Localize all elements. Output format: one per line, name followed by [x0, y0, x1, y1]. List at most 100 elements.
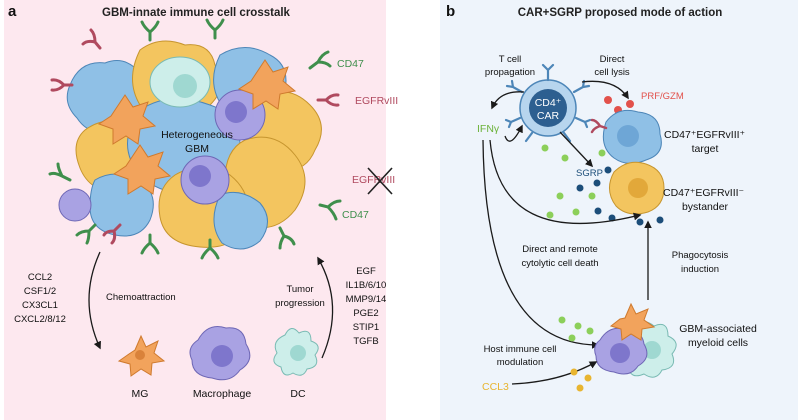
- t-cell-propagation-label-1: T cell: [499, 54, 522, 65]
- macrophage-myeloid-nucleus: [610, 343, 630, 363]
- macrophage-nucleus: [211, 345, 233, 367]
- panel-b: b CAR+SGRP proposed mode of action CD4⁺ …: [440, 0, 798, 420]
- factor-item: STIP1: [353, 322, 379, 333]
- chemokine-item: CXCL2/8/12: [14, 314, 66, 325]
- microglia-nucleus: [135, 350, 145, 360]
- direct-lysis-label-2: cell lysis: [594, 67, 630, 78]
- target-cell-nucleus: [617, 125, 639, 147]
- host-modulation-label-2: modulation: [497, 357, 543, 368]
- panel-a: a GBM-innate immune cell crosstalk Hete: [4, 0, 398, 420]
- ccl3-arrow: [511, 361, 598, 385]
- sgrp-molecule: [636, 218, 644, 226]
- chemokine-item: CX3CL1: [22, 300, 58, 311]
- cd47-receptor-icon: [278, 226, 296, 250]
- cd47-receptor-icon: [318, 199, 342, 221]
- factor-item: MMP9/14: [346, 294, 387, 305]
- cd47-receptor-icon: [140, 233, 160, 255]
- egfrviii-receptor-icon: [316, 93, 340, 107]
- ifng-molecule: [588, 192, 596, 200]
- cross-out-icon: [367, 167, 393, 195]
- prf-gzm-label: PRF/GZM: [641, 91, 684, 102]
- direct-lysis-label-1: Direct: [600, 54, 625, 65]
- car-cell-label-1: CD4⁺: [535, 97, 562, 109]
- factor-item: PGE2: [353, 308, 378, 319]
- ccl3-label: CCL3: [482, 381, 509, 393]
- myeloid-label-2: myeloid cells: [688, 337, 748, 349]
- target-label-1: CD47⁺EGFRvIII⁺: [664, 129, 746, 141]
- cd47-top-label: CD47: [337, 58, 364, 70]
- ifng-molecule: [574, 322, 582, 330]
- microglia-in-cluster: [112, 144, 172, 195]
- cd47-receptor-icon: [75, 223, 97, 245]
- ifng-molecule: [568, 334, 576, 342]
- t-cell-propagation-arrow: [490, 91, 525, 110]
- cd47-receptor-icon: [140, 20, 160, 42]
- sgrp-molecule: [608, 214, 616, 222]
- direct-lysis-arrow: [581, 80, 629, 100]
- tumor-cell-nucleus: [225, 101, 247, 123]
- egfrviii-receptor-icon: [50, 78, 74, 92]
- dc-myeloid-nucleus: [643, 341, 661, 359]
- microglia-myeloid-icon: [609, 302, 656, 341]
- tumor-progression-label-1: Tumor: [286, 284, 313, 295]
- t-cell-propagation-label-2: propagation: [485, 67, 535, 78]
- ifng-molecule: [556, 192, 564, 200]
- ccl3-molecule: [576, 384, 584, 392]
- ifng-molecule: [541, 144, 549, 152]
- dc-nucleus: [290, 345, 306, 361]
- prf-granule: [604, 96, 612, 104]
- chemokine-list: CCL2 CSF1/2 CX3CL1 CXCL2/8/12: [14, 272, 66, 325]
- factor-item: TGFB: [353, 336, 378, 347]
- tumor-cell-purple: [58, 188, 92, 222]
- panel-b-letter: b: [446, 3, 455, 20]
- panel-a-title: GBM-innate immune cell crosstalk: [102, 7, 290, 19]
- ifng-label: IFNγ: [477, 123, 500, 135]
- chemokine-item: CSF1/2: [24, 286, 56, 297]
- tumor-cell-nucleus: [189, 165, 211, 187]
- cd47-receptor-icon: [308, 50, 332, 70]
- sgrp-arrow: [559, 131, 594, 168]
- egfrviii-crossed-label: EGFRvIII: [352, 174, 395, 186]
- phagocytosis-label-2: induction: [681, 264, 719, 275]
- host-modulation-label-1: Host immune cell: [484, 344, 557, 355]
- tumor-progression-label-2: progression: [275, 298, 325, 309]
- phagocytosis-label-1: Phagocytosis: [672, 250, 729, 261]
- ifng-molecule: [586, 327, 594, 335]
- tumor-cluster: Heterogeneous GBM: [58, 40, 322, 250]
- ifng-molecule: [598, 149, 606, 157]
- sgrp-molecule: [593, 179, 601, 187]
- direct-remote-arrow: [489, 139, 642, 225]
- tumor-label-line-2: GBM: [185, 143, 209, 155]
- bystander-cell-nucleus: [628, 178, 648, 198]
- egfrviii-receptor-icon: [81, 28, 102, 50]
- cd47-receptor-icon: [205, 18, 225, 40]
- dc-label: DC: [290, 388, 306, 400]
- ifng-molecule: [546, 211, 554, 219]
- chemoattraction-arrow: [88, 251, 101, 350]
- bystander-label-1: CD47⁺EGFRvIII⁻: [663, 187, 745, 199]
- tumor-label-line-1: Heterogeneous: [161, 129, 233, 141]
- cd47-receptor-icon: [200, 238, 220, 260]
- microglia-in-cluster: [237, 59, 297, 110]
- mg-label: MG: [132, 388, 149, 400]
- chemokine-item: CCL2: [28, 272, 52, 283]
- factor-list: EGF IL1B/6/10 MMP9/14 PGE2 STIP1 TGFB: [346, 266, 387, 347]
- surface-receptors: [48, 18, 342, 260]
- ifng-molecule: [561, 154, 569, 162]
- panel-a-letter: a: [8, 3, 17, 20]
- panel-b-title: CAR+SGRP proposed mode of action: [518, 7, 723, 19]
- egfrviii-receptor-icon: [102, 223, 122, 245]
- bystander-label-2: bystander: [682, 201, 729, 213]
- car-cell-label-2: CAR: [537, 110, 560, 122]
- sgrp-label: SGRP: [576, 168, 603, 179]
- ifng-feedback-arrow: [504, 124, 523, 142]
- egfrviii-receptor-icon: [590, 118, 608, 134]
- direct-remote-label-2: cytolytic cell death: [521, 258, 598, 269]
- cd47-receptor-icon: [48, 162, 72, 182]
- prf-granule: [626, 100, 634, 108]
- factor-item: EGF: [356, 266, 376, 277]
- sgrp-molecule: [604, 166, 612, 174]
- ccl3-molecule: [570, 368, 578, 376]
- host-modulation-arrow: [482, 139, 600, 349]
